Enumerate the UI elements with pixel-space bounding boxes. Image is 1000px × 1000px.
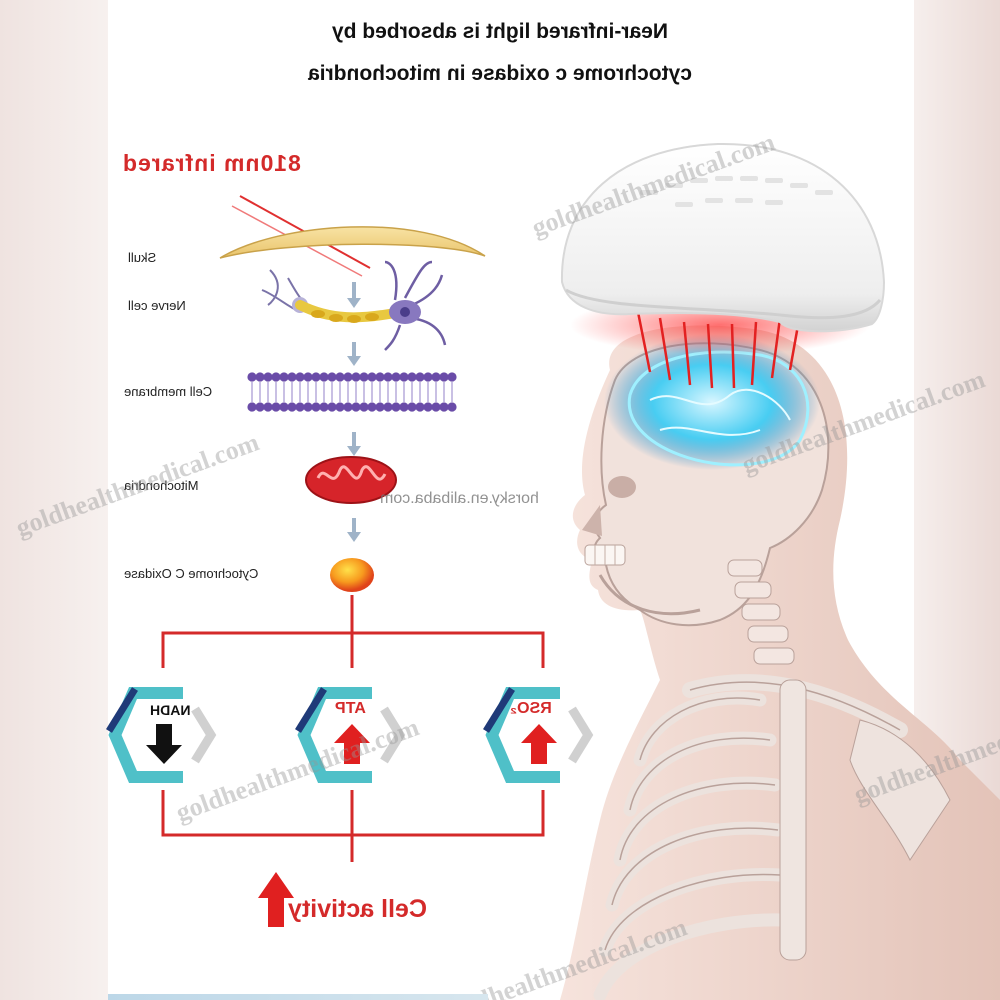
membrane-head xyxy=(335,372,345,382)
cell-membrane-graphic xyxy=(247,372,457,412)
label-rso2: RSO₂ xyxy=(510,700,552,717)
membrane-head xyxy=(263,372,273,382)
mitochondria-graphic xyxy=(305,456,397,504)
membrane-head xyxy=(319,372,329,382)
membrane-head xyxy=(271,372,281,382)
membrane-head xyxy=(263,402,273,412)
membrane-head xyxy=(295,372,305,382)
source-watermark: horsky.en.alibaba.com xyxy=(380,490,539,507)
membrane-head xyxy=(423,372,433,382)
membrane-head xyxy=(247,402,257,412)
membrane-head xyxy=(415,402,425,412)
membrane-head xyxy=(311,402,321,412)
membrane-head xyxy=(359,402,369,412)
membrane-head xyxy=(359,372,369,382)
membrane-head xyxy=(447,402,457,412)
membrane-head xyxy=(287,372,297,382)
title-line-2: cytochrome c oxidase in mitochondria xyxy=(308,62,692,85)
membrane-head xyxy=(367,402,377,412)
rso2-hexagon xyxy=(483,687,594,783)
connector-lines xyxy=(161,595,545,862)
membrane-head xyxy=(255,372,265,382)
title-line-1: Near-infrared light is absorbed by xyxy=(331,20,669,43)
membrane-head xyxy=(423,402,433,412)
label-nerve-cell: Nerve cell xyxy=(128,298,186,313)
membrane-head xyxy=(407,372,417,382)
membrane-head xyxy=(375,402,385,412)
membrane-head xyxy=(303,372,313,382)
atp-hexagon xyxy=(295,687,406,783)
membrane-head xyxy=(343,372,353,382)
human-figure-illustration xyxy=(560,142,1000,1000)
membrane-head xyxy=(335,402,345,412)
label-atp: ATP xyxy=(335,700,366,717)
membrane-head xyxy=(311,372,321,382)
nadh-hexagon xyxy=(106,687,217,783)
membrane-head xyxy=(383,402,393,412)
infrared-label: 810nm infrared xyxy=(122,150,301,176)
membrane-head xyxy=(375,372,385,382)
membrane-head xyxy=(351,402,361,412)
membrane-head xyxy=(279,372,289,382)
membrane-head xyxy=(383,372,393,382)
pathway-diagram xyxy=(106,195,594,927)
membrane-head xyxy=(271,402,281,412)
membrane-head xyxy=(303,402,313,412)
membrane-head xyxy=(439,372,449,382)
membrane-head xyxy=(415,372,425,382)
arrow-up-icon xyxy=(521,724,557,764)
membrane-head xyxy=(255,402,265,412)
label-cytochrome: Cytochrome C Oxidase xyxy=(124,566,259,581)
membrane-head xyxy=(327,372,337,382)
label-skull: Skull xyxy=(128,250,157,265)
membrane-head xyxy=(367,372,377,382)
membrane-head xyxy=(351,372,361,382)
label-cell-membrane: Cell membrane xyxy=(124,384,213,399)
bottom-stripe xyxy=(108,994,488,1000)
membrane-head xyxy=(247,372,257,382)
membrane-head xyxy=(407,402,417,412)
label-cell-activity: Cell activity xyxy=(288,895,427,923)
arrow-up-icon xyxy=(334,724,370,764)
membrane-head xyxy=(295,402,305,412)
membrane-head xyxy=(431,372,441,382)
cytochrome-c-oxidase-graphic xyxy=(330,558,374,592)
membrane-head xyxy=(391,402,401,412)
label-nadh: NADH xyxy=(150,702,191,718)
membrane-head xyxy=(431,402,441,412)
membrane-head xyxy=(319,402,329,412)
arrow-down-icon xyxy=(146,724,182,764)
flow-arrows xyxy=(347,282,361,542)
membrane-head xyxy=(391,372,401,382)
membrane-head xyxy=(327,402,337,412)
membrane-head xyxy=(399,372,409,382)
nerve-cell-graphic xyxy=(261,260,447,351)
cell-activity-arrow-up-icon xyxy=(258,872,294,927)
membrane-head xyxy=(399,402,409,412)
membrane-head xyxy=(343,402,353,412)
membrane-head xyxy=(439,402,449,412)
membrane-head xyxy=(447,372,457,382)
membrane-head xyxy=(279,402,289,412)
skull-layer xyxy=(219,226,486,259)
background-left xyxy=(0,0,110,1000)
membrane-head xyxy=(287,402,297,412)
